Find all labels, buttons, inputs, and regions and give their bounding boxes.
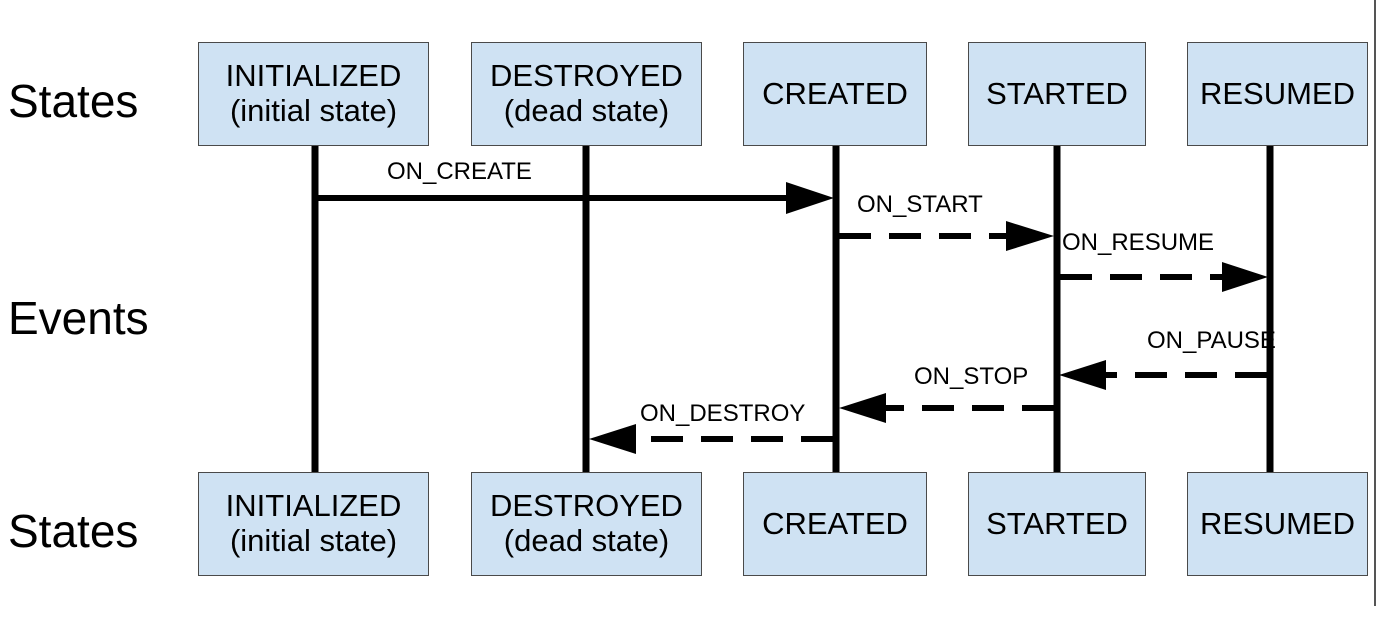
state-note: (initial state) bbox=[229, 523, 398, 558]
state-name: RESUMED bbox=[1199, 75, 1355, 111]
state-note: (dead state) bbox=[503, 523, 670, 558]
state-name: CREATED bbox=[762, 505, 908, 541]
state-name: DESTROYED bbox=[490, 488, 683, 524]
state-box-initialized-top: INITIALIZED (initial state) bbox=[198, 42, 429, 146]
event-label-on-resume: ON_RESUME bbox=[1062, 229, 1215, 256]
state-name: CREATED bbox=[762, 75, 908, 111]
arrowhead-on-resume bbox=[1222, 262, 1268, 292]
arrowhead-on-pause bbox=[1059, 360, 1106, 390]
row-label-states-bottom: States bbox=[8, 505, 139, 557]
event-label-on-start: ON_START bbox=[857, 191, 983, 218]
state-note: (dead state) bbox=[503, 93, 670, 128]
row-label-states-top: States bbox=[8, 75, 139, 127]
state-box-resumed-top: RESUMED bbox=[1187, 42, 1368, 146]
arrowhead-on-destroy bbox=[589, 424, 636, 454]
state-name: STARTED bbox=[986, 505, 1128, 541]
state-box-created-top: CREATED bbox=[743, 42, 927, 146]
row-label-events: Events bbox=[8, 292, 149, 344]
state-box-destroyed-bottom: DESTROYED (dead state) bbox=[471, 472, 702, 576]
state-name: INITIALIZED bbox=[225, 58, 402, 94]
state-box-created-bottom: CREATED bbox=[743, 472, 927, 576]
state-name: INITIALIZED bbox=[225, 488, 402, 524]
state-name: DESTROYED bbox=[490, 58, 683, 94]
state-box-initialized-bottom: INITIALIZED (initial state) bbox=[198, 472, 429, 576]
arrowhead-on-create bbox=[786, 182, 834, 214]
state-note: (initial state) bbox=[229, 93, 398, 128]
event-label-on-create: ON_CREATE bbox=[387, 158, 532, 185]
state-box-started-top: STARTED bbox=[968, 42, 1146, 146]
state-box-resumed-bottom: RESUMED bbox=[1187, 472, 1368, 576]
state-name: STARTED bbox=[986, 75, 1128, 111]
event-label-on-stop: ON_STOP bbox=[914, 363, 1029, 390]
event-label-on-destroy: ON_DESTROY bbox=[640, 400, 806, 427]
state-box-started-bottom: STARTED bbox=[968, 472, 1146, 576]
right-edge-divider bbox=[1374, 0, 1376, 606]
arrowhead-on-start bbox=[1006, 221, 1054, 251]
arrowhead-on-stop bbox=[839, 393, 886, 423]
state-name: RESUMED bbox=[1199, 505, 1355, 541]
event-label-on-pause: ON_PAUSE bbox=[1147, 327, 1276, 354]
state-box-destroyed-top: DESTROYED (dead state) bbox=[471, 42, 702, 146]
